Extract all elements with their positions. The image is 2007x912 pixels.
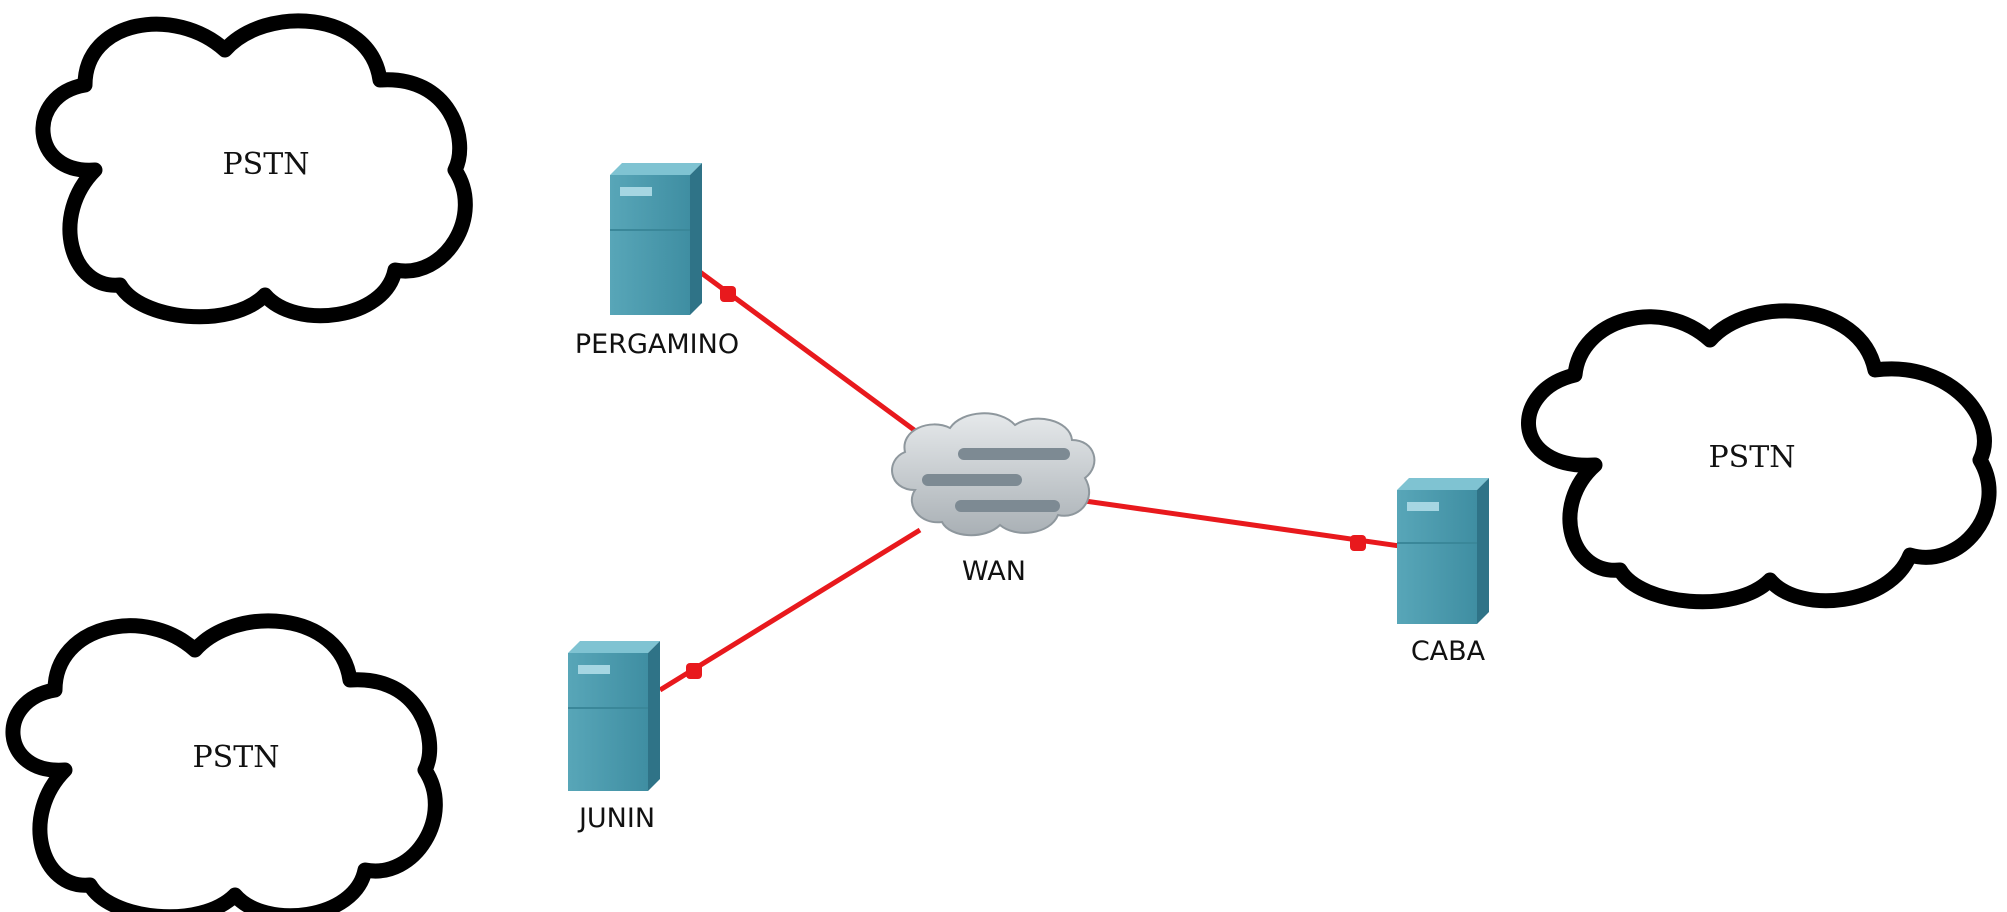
link-endpoint-marker xyxy=(1350,535,1366,551)
cloud-outline xyxy=(35,13,473,325)
pstn-cloud-right: PSTN xyxy=(1521,303,1997,610)
server-label: CABA xyxy=(1411,636,1486,667)
pstn-cloud-top-left: PSTN xyxy=(35,13,473,325)
server-label: PERGAMINO xyxy=(575,329,739,360)
pstn-cloud-bottom-left: PSTN xyxy=(5,613,443,912)
server-icon xyxy=(610,163,702,315)
server-caba[interactable]: CABA xyxy=(1397,478,1489,667)
link-pergamino-wan[interactable] xyxy=(698,269,927,441)
wan-label: WAN xyxy=(962,556,1026,587)
links xyxy=(658,269,1401,693)
cloud-outline xyxy=(1521,303,1997,610)
link-junin-wan[interactable] xyxy=(658,527,922,693)
cloud-outline xyxy=(5,613,443,912)
server-label: JUNIN xyxy=(577,803,655,834)
pstn-label: PSTN xyxy=(1709,440,1796,475)
wan-cloud-icon xyxy=(891,412,1096,537)
server-icon xyxy=(1397,478,1489,624)
pstn-label: PSTN xyxy=(223,147,310,182)
server-pergamino[interactable]: PERGAMINO xyxy=(575,163,739,360)
pstn-label: PSTN xyxy=(193,740,280,775)
server-icon xyxy=(568,641,660,791)
link-endpoint-marker xyxy=(720,286,736,302)
wan-node[interactable]: WAN xyxy=(891,412,1096,587)
server-junin[interactable]: JUNIN xyxy=(568,641,660,834)
link-caba-wan[interactable] xyxy=(1084,498,1401,549)
link-endpoint-marker xyxy=(686,663,702,679)
